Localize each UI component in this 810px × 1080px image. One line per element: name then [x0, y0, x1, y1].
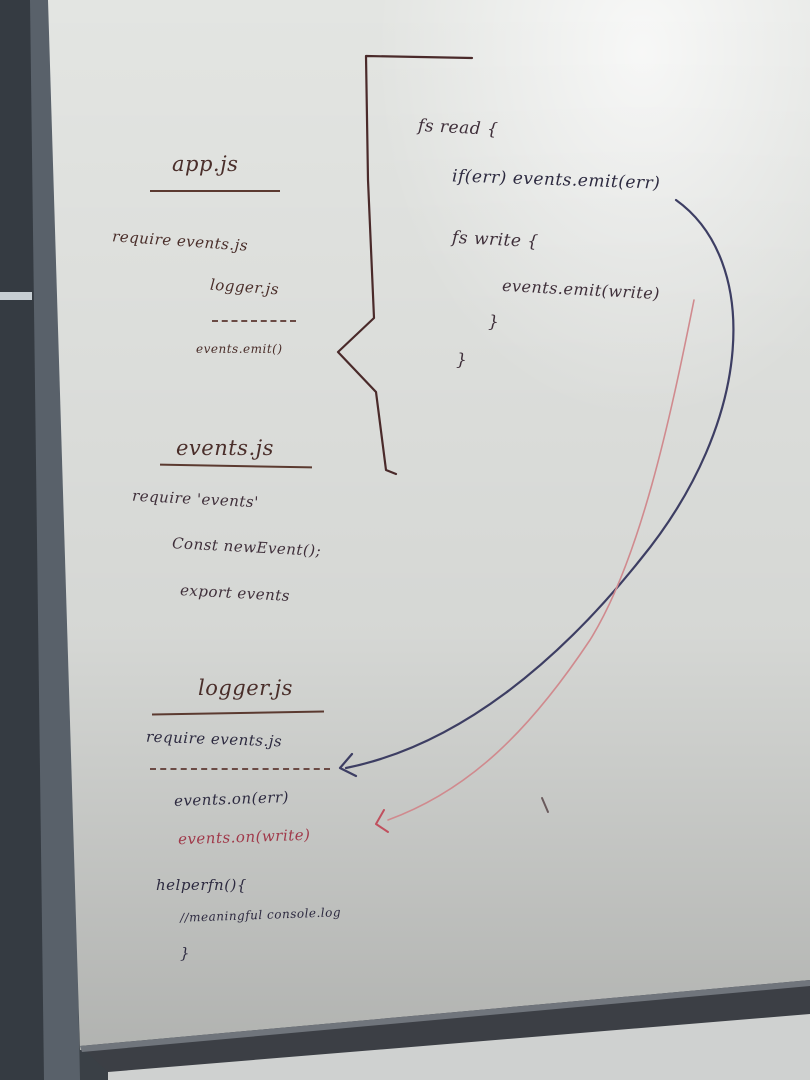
stray-mark: [541, 797, 549, 813]
app-events-emit: events.emit(): [196, 342, 283, 356]
code-close-read: }: [456, 350, 468, 370]
board-shading: [48, 0, 810, 1050]
arrow-err-curve: [344, 198, 735, 770]
window-light-strip: [0, 292, 32, 300]
code-close-write: }: [488, 312, 500, 332]
logger-helper-fn: helperfn(){: [156, 876, 247, 894]
app-js-title: app.js: [172, 152, 239, 176]
floor-below-board: [108, 1014, 810, 1080]
marker-tray-lip: [80, 980, 810, 1052]
curly-brace: [336, 54, 474, 476]
logger-helper-close: }: [180, 944, 191, 962]
events-js-title: events.js: [176, 436, 274, 460]
arrow-err-head: [338, 752, 358, 778]
marker-tray: [80, 980, 810, 1072]
app-js-underline: [150, 190, 280, 192]
board-frame-edge: [30, 0, 80, 1080]
logger-js-title: logger.js: [198, 676, 293, 700]
arrow-write-curve: [387, 299, 695, 821]
code-fs-read: fs read {: [417, 115, 499, 141]
app-divider: [212, 320, 296, 322]
logger-divider: [150, 768, 330, 770]
arrow-write-head: [375, 809, 389, 833]
